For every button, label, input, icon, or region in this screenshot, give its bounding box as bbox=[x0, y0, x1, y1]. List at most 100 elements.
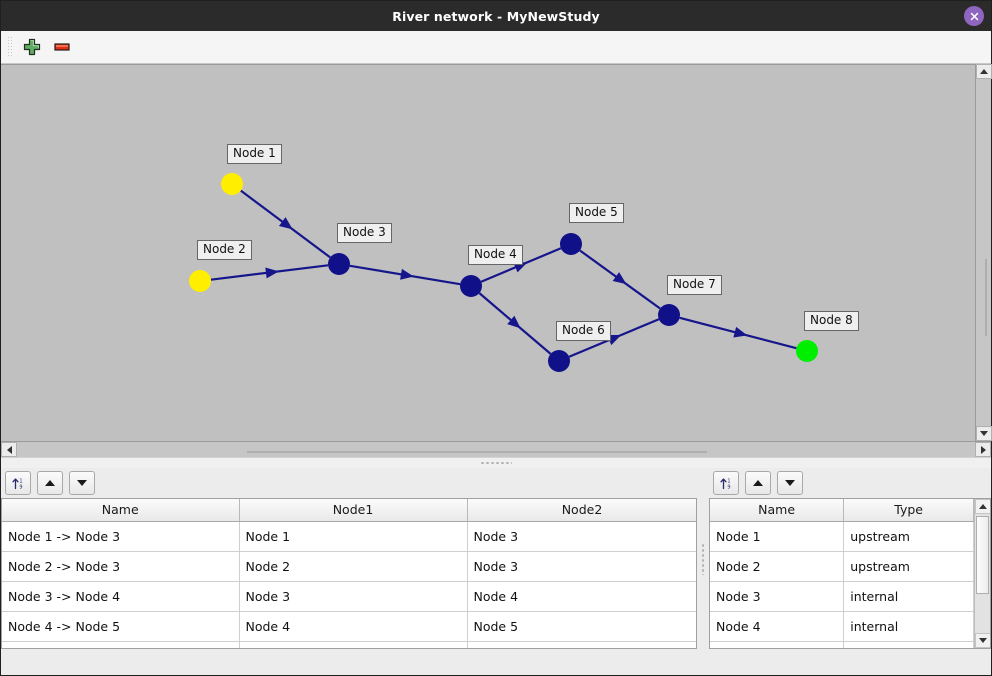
table-cell[interactable]: Node 3 bbox=[239, 581, 468, 612]
network-node-label[interactable]: Node 4 bbox=[468, 245, 523, 265]
table-cell[interactable] bbox=[2, 641, 240, 648]
network-node-label[interactable]: Node 8 bbox=[804, 311, 859, 331]
title-bar: River network - MyNewStudy bbox=[1, 1, 991, 31]
network-node[interactable] bbox=[560, 233, 582, 255]
table-cell[interactable]: upstream bbox=[843, 551, 974, 582]
table-cell[interactable] bbox=[467, 641, 696, 648]
table-cell[interactable]: Node 5 bbox=[467, 611, 696, 642]
node-move-down-button[interactable] bbox=[777, 471, 803, 495]
node-table-row[interactable] bbox=[710, 641, 974, 648]
table-cell[interactable]: Node 3 -> Node 4 bbox=[2, 581, 240, 612]
scroll-up-button[interactable] bbox=[975, 64, 992, 79]
branch-table-row[interactable] bbox=[2, 641, 696, 648]
edge-arrow-icon bbox=[612, 272, 627, 285]
table-cell[interactable]: Node 1 bbox=[239, 521, 468, 552]
close-button[interactable] bbox=[964, 6, 984, 26]
branch-move-up-button[interactable] bbox=[37, 471, 63, 495]
network-node[interactable] bbox=[796, 340, 818, 362]
node-scroll-up-button[interactable] bbox=[975, 499, 990, 514]
network-node[interactable] bbox=[221, 173, 243, 195]
toolbar-grip[interactable] bbox=[7, 36, 13, 58]
add-node-button[interactable] bbox=[17, 33, 47, 61]
svg-text:9: 9 bbox=[727, 484, 730, 490]
edge-arrow-icon bbox=[278, 217, 293, 230]
table-cell[interactable]: Node 3 bbox=[710, 581, 845, 612]
network-node[interactable] bbox=[460, 275, 482, 297]
node-scroll-down-button[interactable] bbox=[975, 633, 990, 648]
vertical-splitter[interactable] bbox=[697, 468, 709, 649]
column-header[interactable]: Node2 bbox=[467, 499, 696, 522]
node-scroll-track[interactable] bbox=[975, 514, 990, 633]
scroll-right-button[interactable] bbox=[975, 442, 991, 457]
table-cell[interactable] bbox=[710, 641, 845, 648]
column-header[interactable]: Name bbox=[2, 499, 240, 522]
branch-sort-button[interactable]: 1 9 bbox=[5, 471, 31, 495]
table-cell[interactable]: Node 2 bbox=[239, 551, 468, 582]
window-title: River network - MyNewStudy bbox=[392, 8, 600, 24]
table-cell[interactable]: Node 1 bbox=[710, 521, 845, 552]
table-cell[interactable]: Node 2 bbox=[710, 551, 845, 582]
branch-move-down-button[interactable] bbox=[69, 471, 95, 495]
triangle-left-icon bbox=[6, 445, 12, 454]
node-table-scrollbar[interactable] bbox=[974, 499, 990, 648]
table-cell[interactable]: Node 4 bbox=[239, 611, 468, 642]
triangle-down-icon bbox=[979, 638, 987, 643]
table-cell[interactable]: internal bbox=[843, 611, 974, 642]
network-node-label[interactable]: Node 2 bbox=[197, 240, 252, 260]
network-node-label[interactable]: Node 7 bbox=[667, 275, 722, 295]
table-cell[interactable]: Node 4 bbox=[467, 581, 696, 612]
table-cell[interactable]: Node 2 -> Node 3 bbox=[2, 551, 240, 582]
sort-icon: 1 9 bbox=[11, 478, 22, 490]
scroll-left-button[interactable] bbox=[1, 442, 17, 457]
network-node[interactable] bbox=[189, 270, 211, 292]
graph-vscroll-thumb[interactable] bbox=[984, 259, 987, 336]
network-canvas[interactable]: Node 1 Node 2 Node 3 Node 4 Node 5 Node 6 Node… bbox=[1, 64, 975, 441]
network-node-label[interactable]: Node 6 bbox=[556, 321, 611, 341]
graph-hscroll-thumb[interactable] bbox=[246, 450, 707, 453]
node-sort-button[interactable]: 1 9 bbox=[713, 471, 739, 495]
table-cell[interactable]: internal bbox=[843, 581, 974, 612]
table-cell[interactable]: Node 4 -> Node 5 bbox=[2, 611, 240, 642]
node-scroll-thumb[interactable] bbox=[976, 516, 989, 594]
node-move-up-button[interactable] bbox=[745, 471, 771, 495]
network-node-label[interactable]: Node 3 bbox=[337, 223, 392, 243]
network-node-label[interactable]: Node 5 bbox=[569, 203, 624, 223]
node-toolbar: 1 9 bbox=[709, 468, 991, 498]
triangle-up-icon bbox=[979, 504, 987, 509]
network-node[interactable] bbox=[548, 350, 570, 372]
plus-icon bbox=[23, 38, 41, 56]
table-cell[interactable]: Node 3 bbox=[467, 551, 696, 582]
table-cell[interactable] bbox=[843, 641, 974, 648]
column-header[interactable]: Node1 bbox=[239, 499, 468, 522]
table-cell[interactable]: Node 3 bbox=[467, 521, 696, 552]
table-cell[interactable]: Node 4 bbox=[710, 611, 845, 642]
graph-vertical-scrollbar[interactable] bbox=[975, 64, 992, 441]
table-cell[interactable]: Node 1 -> Node 3 bbox=[2, 521, 240, 552]
column-header[interactable]: Type bbox=[843, 499, 974, 522]
table-cell[interactable] bbox=[239, 641, 468, 648]
delete-node-button[interactable] bbox=[47, 33, 77, 61]
table-cell[interactable]: upstream bbox=[843, 521, 974, 552]
scroll-down-button[interactable] bbox=[975, 426, 992, 441]
svg-text:9: 9 bbox=[19, 484, 22, 490]
triangle-up-icon bbox=[45, 480, 55, 486]
network-node-label[interactable]: Node 1 bbox=[227, 144, 282, 164]
graph-horizontal-scrollbar[interactable] bbox=[1, 441, 991, 457]
horizontal-splitter[interactable] bbox=[1, 457, 991, 468]
network-node[interactable] bbox=[328, 253, 350, 275]
column-header[interactable]: Name bbox=[710, 499, 845, 522]
network-node[interactable] bbox=[658, 304, 680, 326]
